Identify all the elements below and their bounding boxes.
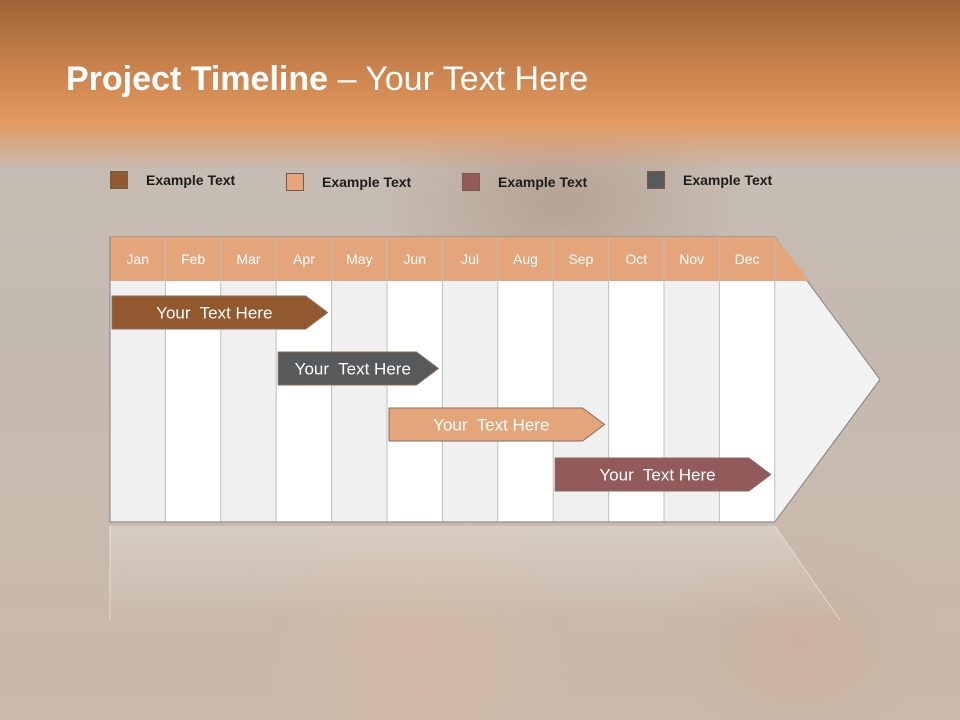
legend-swatch-3 (462, 173, 480, 191)
task-label: Your Text Here (156, 304, 272, 323)
month-label: Apr (293, 251, 315, 267)
month-column (497, 281, 554, 522)
month-label: Mar (236, 251, 260, 267)
month-column (442, 281, 498, 522)
legend-label-4: Example Text (683, 172, 773, 188)
legend-swatch-1 (110, 171, 128, 189)
legend-item-3: Example Text (462, 172, 587, 192)
legend-swatch-2 (286, 173, 304, 191)
title-bold: Project Timeline (66, 60, 329, 98)
legend-swatch-4 (647, 171, 665, 189)
task-label: Your Text Here (433, 416, 549, 435)
month-label: Feb (181, 251, 205, 267)
legend-item-4: Example Text (647, 170, 772, 190)
legend-label-1: Example Text (146, 172, 236, 188)
title-rest: – Your Text Here (328, 60, 589, 98)
legend-label-2: Example Text (322, 174, 412, 190)
month-column (387, 281, 443, 522)
month-label: Jan (126, 251, 149, 267)
task-label: Your Text Here (599, 466, 715, 485)
legend-item-2: Example Text (286, 172, 411, 192)
task-bar (111, 295, 329, 330)
timeline-reflection (110, 526, 840, 620)
title-bar (0, 0, 960, 170)
month-label: Aug (513, 251, 538, 267)
month-label: Dec (735, 251, 760, 267)
task-bar (277, 351, 440, 386)
month-label: Jun (403, 251, 426, 267)
task-bar (388, 407, 606, 442)
month-column (331, 281, 387, 522)
page-title: Project Timeline – Your Text Here (66, 60, 588, 99)
legend-label-3: Example Text (498, 174, 588, 190)
month-label: Sep (568, 251, 593, 267)
reflection-edge-right (774, 525, 841, 621)
task-bar (554, 457, 772, 492)
month-label: May (346, 251, 372, 267)
timeline-header-row (110, 237, 810, 281)
task-label: Your Text Here (295, 360, 411, 379)
month-label: Oct (625, 251, 647, 267)
legend-item-1: Example Text (110, 170, 235, 190)
month-label: Nov (679, 251, 704, 267)
month-label: Jul (461, 251, 479, 267)
